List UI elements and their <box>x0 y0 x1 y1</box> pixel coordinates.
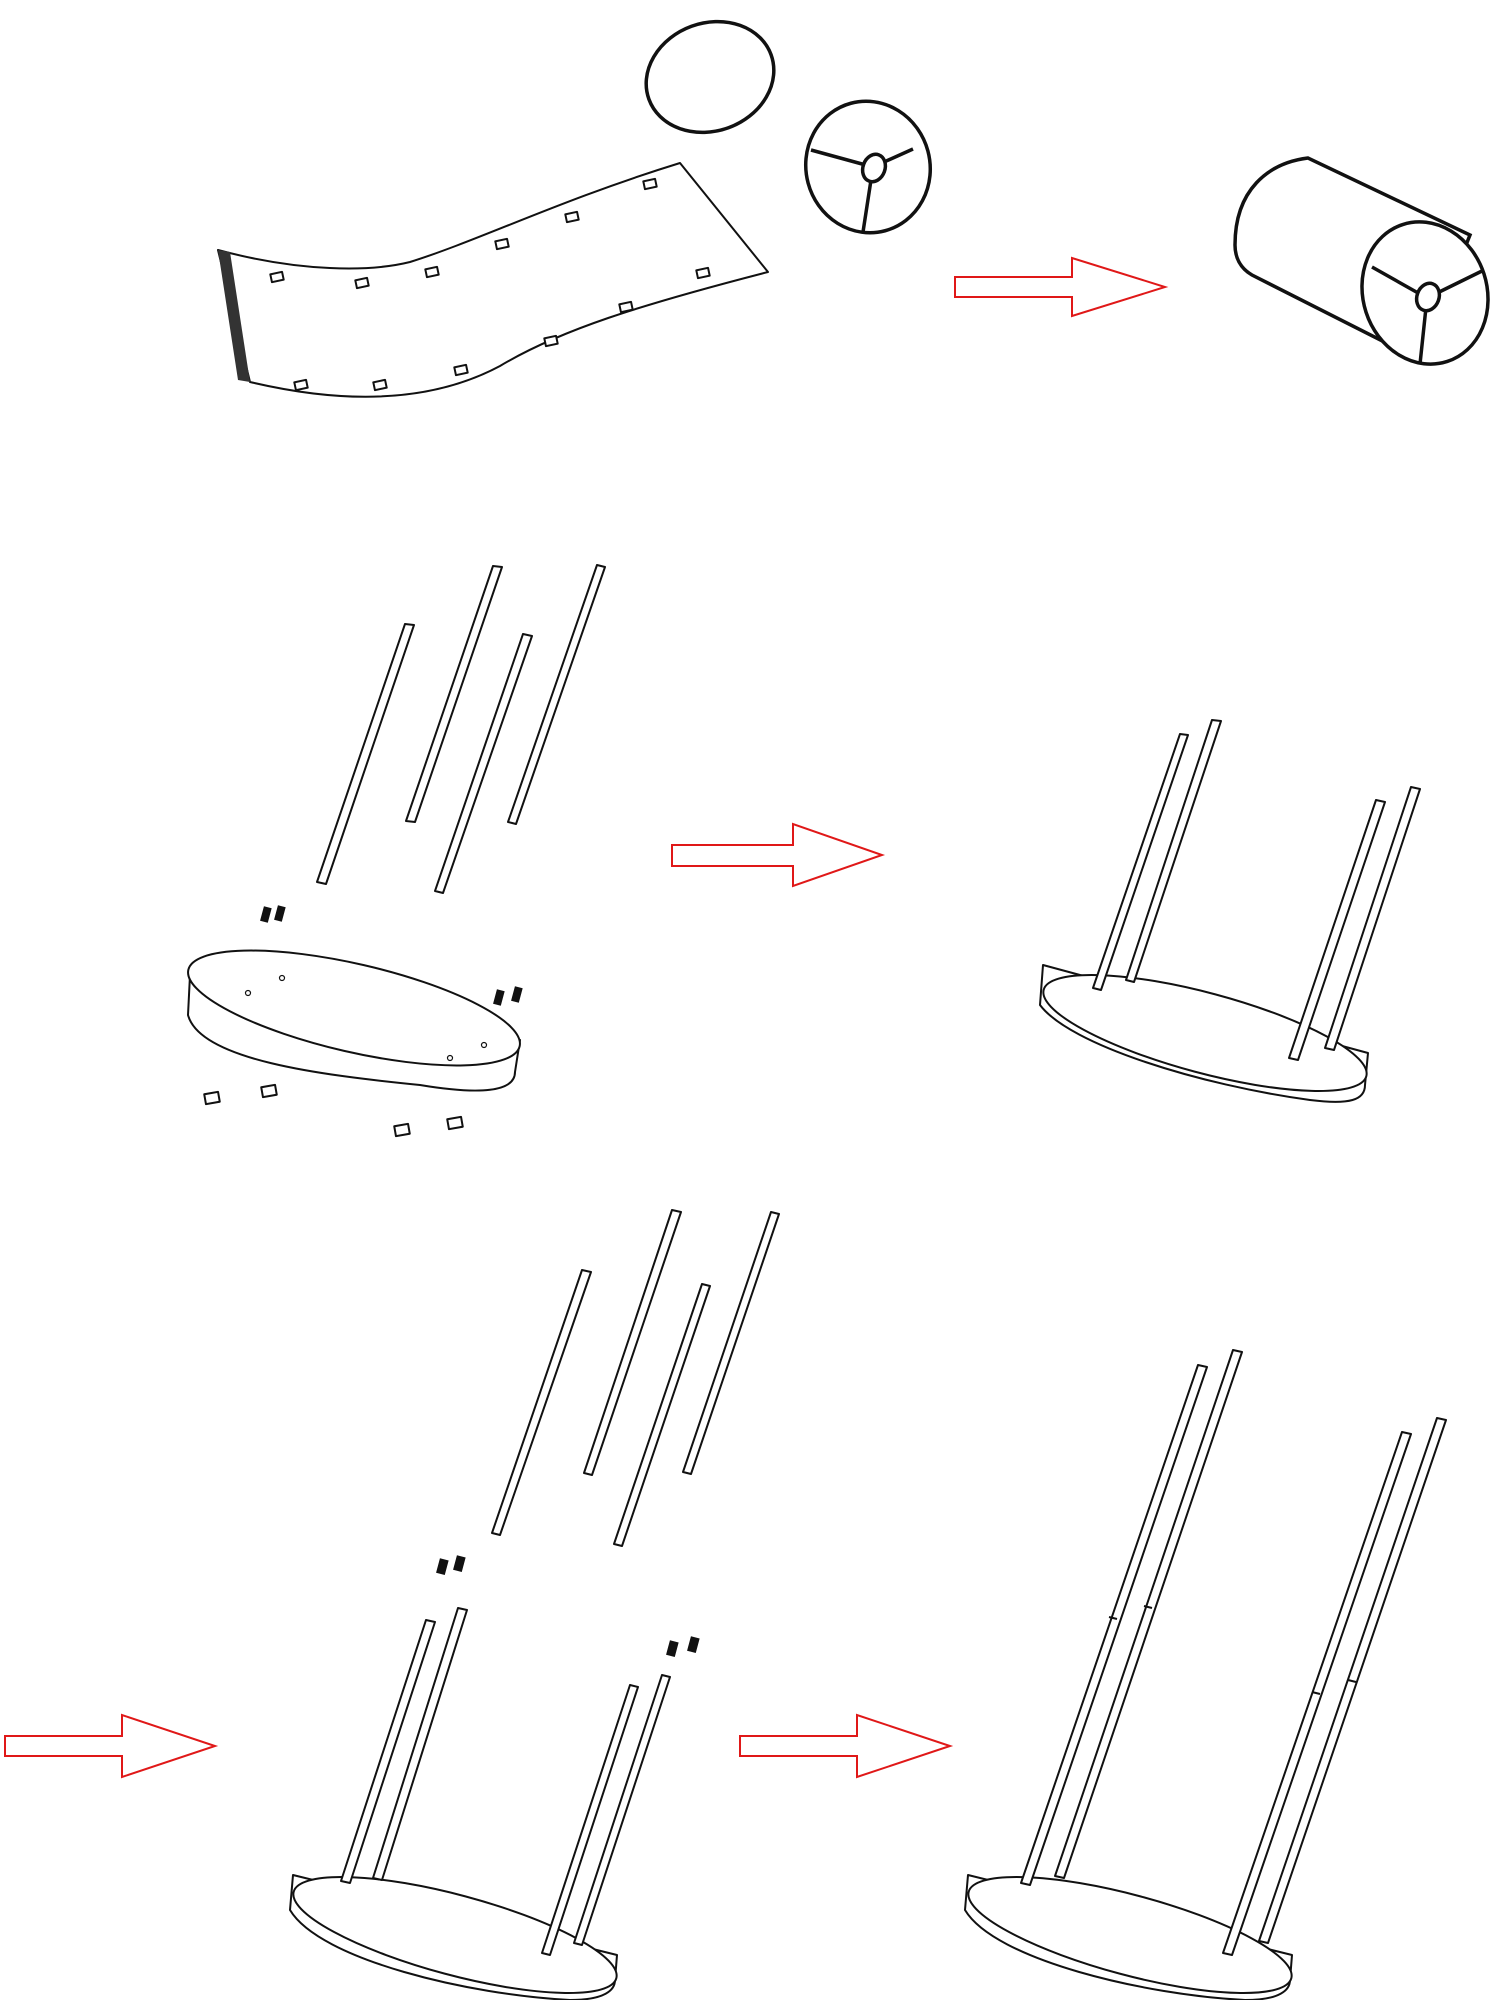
legs-set-1 <box>316 564 606 894</box>
connector <box>436 1558 449 1576</box>
base-disc <box>187 949 521 1092</box>
connector <box>453 1555 466 1573</box>
spider-ring <box>803 99 933 235</box>
connector <box>260 906 272 923</box>
right-arrow-icon <box>954 256 1169 318</box>
connector <box>274 905 286 922</box>
foot <box>446 1115 464 1131</box>
foot <box>260 1083 278 1099</box>
fabric-panel <box>217 162 769 398</box>
connector <box>493 989 505 1006</box>
connector <box>666 1640 679 1658</box>
step-2-base-parts <box>187 564 606 1138</box>
foot <box>393 1122 411 1138</box>
step-1-assembled-shade <box>1233 156 1490 366</box>
step-3-parts <box>289 1209 780 2000</box>
adhesive-tabs <box>269 177 711 392</box>
step-2-assembled <box>1039 719 1421 1103</box>
step-1-shade-parts <box>217 19 933 398</box>
right-arrow-icon <box>739 1713 954 1779</box>
top-ring <box>644 19 776 135</box>
connector <box>687 1636 700 1654</box>
foot <box>203 1090 221 1106</box>
step-3-assembled <box>964 1349 1447 2000</box>
right-arrow-icon <box>4 1713 219 1779</box>
right-arrow-icon <box>671 822 886 888</box>
connector <box>511 986 523 1003</box>
